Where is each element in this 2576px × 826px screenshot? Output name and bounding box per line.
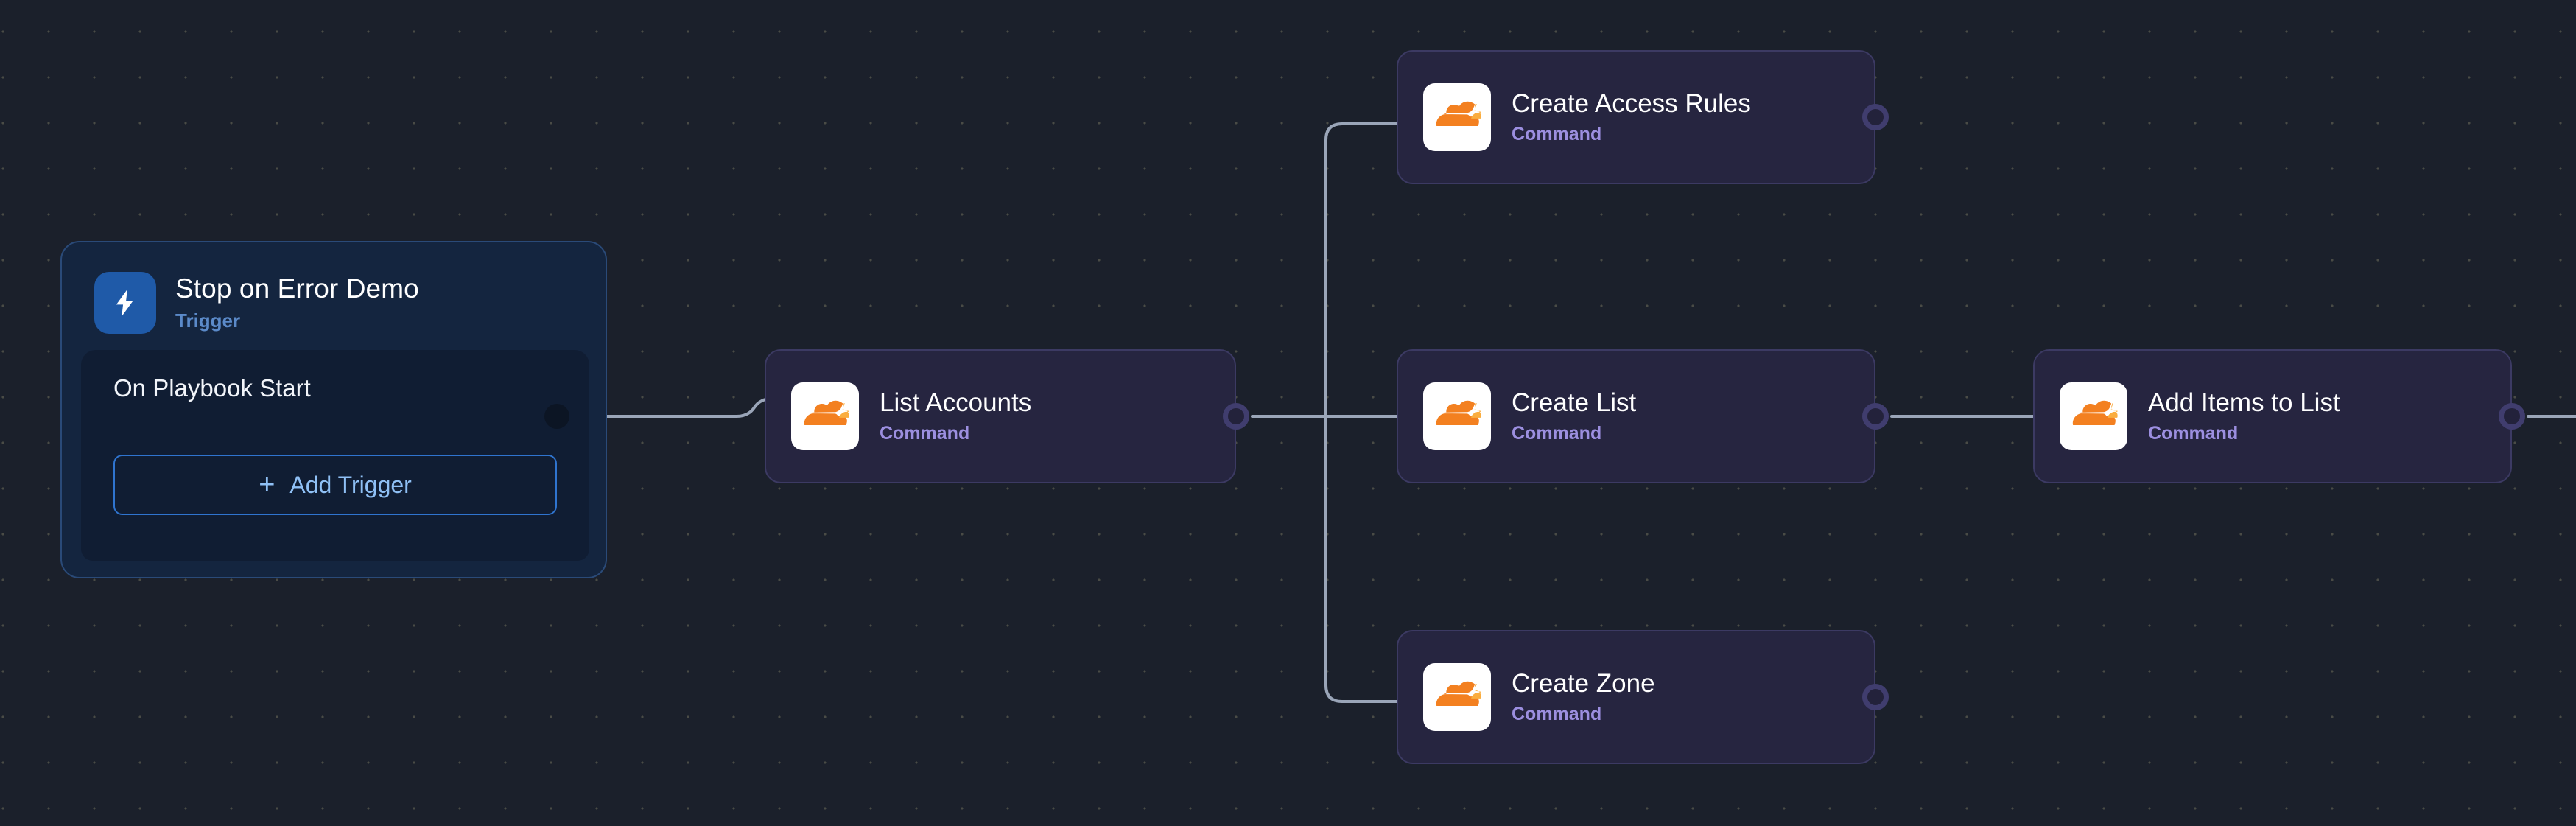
create-zone-output-port[interactable] [1862, 684, 1889, 710]
add-trigger-button[interactable]: + Add Trigger [113, 455, 557, 515]
node-list-accounts[interactable]: List Accounts Command [765, 349, 1236, 483]
trigger-panel: On Playbook Start + Add Trigger [81, 350, 589, 561]
trigger-node-header: Stop on Error Demo Trigger [62, 242, 606, 334]
create-list-output-port[interactable] [1862, 403, 1889, 430]
node-add-items-to-list[interactable]: Add Items to List Command [2033, 349, 2512, 483]
node-title: Create List [1512, 388, 1637, 417]
node-create-list[interactable]: Create List Command [1397, 349, 1875, 483]
on-playbook-start-label: On Playbook Start [113, 374, 311, 402]
node-create-zone[interactable]: Create Zone Command [1397, 630, 1875, 764]
add-trigger-button-label: Add Trigger [289, 471, 412, 498]
cloudflare-logo-icon [2060, 382, 2127, 450]
node-subtitle: Command [1512, 124, 1602, 144]
cloudflare-logo-icon [1423, 382, 1491, 450]
trigger-node[interactable]: Stop on Error Demo Trigger On Playbook S… [60, 241, 607, 578]
node-create-access-rules[interactable]: Create Access Rules Command [1397, 50, 1875, 184]
node-title: Create Zone [1512, 668, 1655, 698]
create-access-rules-output-port[interactable] [1862, 104, 1889, 130]
list-accounts-output-port[interactable] [1223, 403, 1249, 430]
trigger-output-port[interactable] [544, 404, 569, 429]
node-subtitle: Command [2148, 423, 2239, 444]
plus-icon: + [259, 469, 276, 500]
add-items-to-list-output-port[interactable] [2499, 403, 2525, 430]
cloudflare-logo-icon [791, 382, 859, 450]
cloudflare-logo-icon [1423, 663, 1491, 731]
node-subtitle: Command [1512, 704, 1602, 724]
lightning-bolt-icon [94, 272, 156, 334]
node-subtitle: Command [880, 423, 970, 444]
node-title: Create Access Rules [1512, 88, 1751, 118]
cloudflare-logo-icon [1423, 83, 1491, 151]
node-subtitle: Command [1512, 423, 1602, 444]
trigger-node-title: Stop on Error Demo [175, 273, 419, 304]
node-title: List Accounts [880, 388, 1032, 417]
trigger-node-subtitle: Trigger [175, 309, 241, 332]
node-title: Add Items to List [2148, 388, 2340, 417]
